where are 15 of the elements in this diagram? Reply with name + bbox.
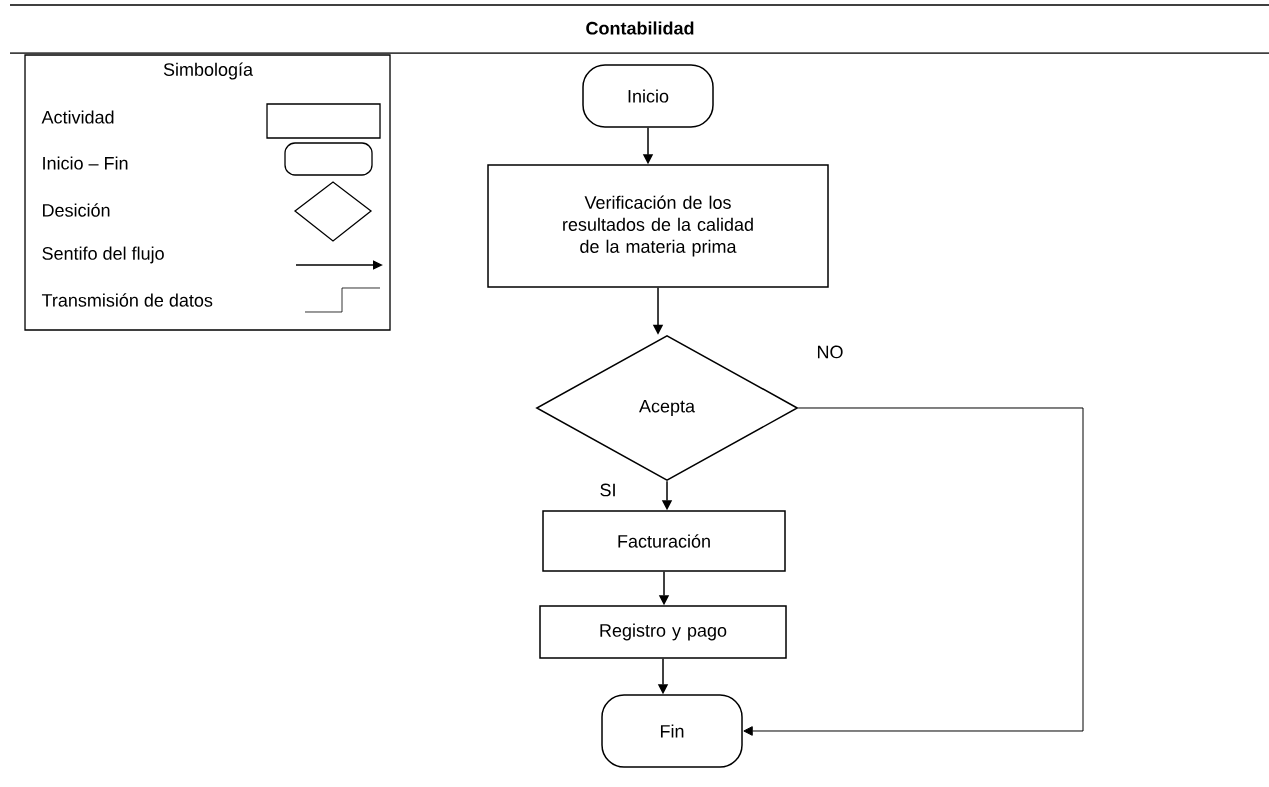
edge-label: NO xyxy=(815,344,845,360)
legend-label: Desición xyxy=(43,203,110,217)
legend-label: Transmisión de datos xyxy=(41,293,213,307)
terminal-box: Inicio xyxy=(582,64,714,128)
arrow xyxy=(743,407,1084,736)
legend-heading: Simbología xyxy=(163,62,253,80)
edge-label: SI xyxy=(598,482,618,498)
legend-label: Sentifo del flujo xyxy=(42,246,164,264)
process-box: Facturación xyxy=(542,510,786,572)
process-box: Verificación de los resultados de la calidad de la materia prima xyxy=(487,164,829,288)
table-heading: Contabilidad xyxy=(586,21,694,35)
terminal-box: Fin xyxy=(601,694,743,768)
legend-label: Inicio – Fin xyxy=(43,156,128,170)
process-box: Registro y pago xyxy=(539,605,787,659)
legend-label: Actividad xyxy=(41,110,114,124)
